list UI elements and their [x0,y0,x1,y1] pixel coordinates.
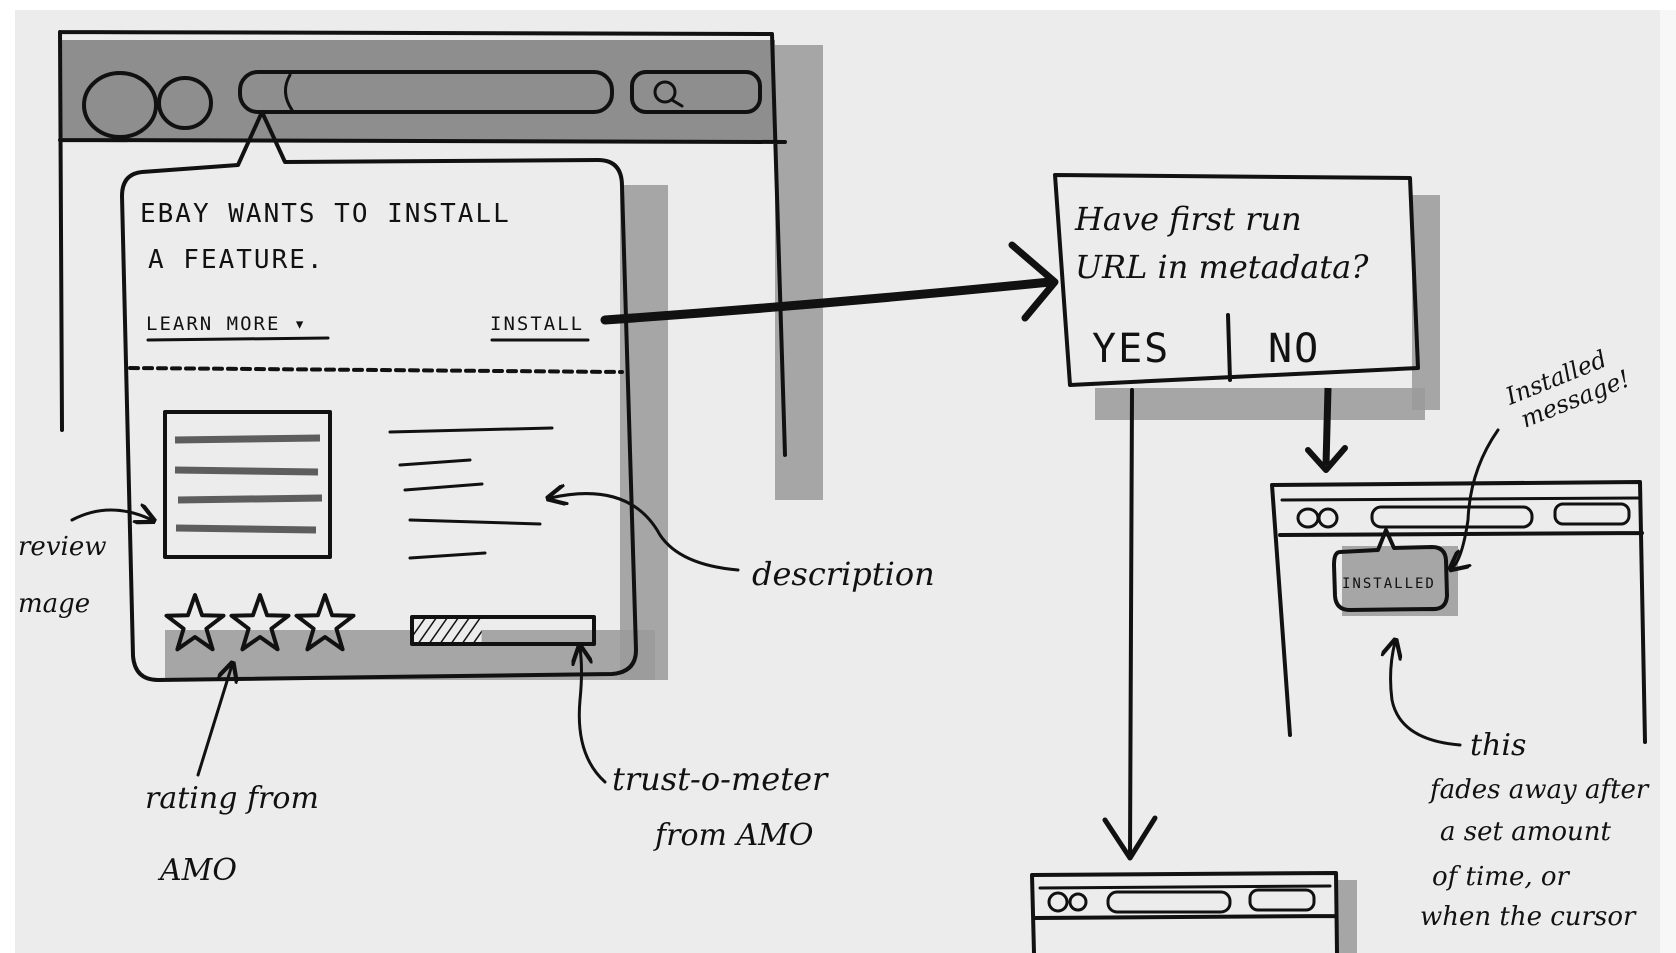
right-edge [1660,10,1676,953]
fade-label-5: when the cursor [1420,902,1637,932]
decision-no: NO [1268,326,1320,372]
preview-label-1: review [18,532,106,562]
toolbar-fill [60,40,775,140]
yes-branch-arrow [1130,390,1132,855]
fade-label-3: a set amount [1440,817,1612,847]
decision-divider [1228,315,1230,380]
trust-meter-fill [414,619,482,642]
window-shadow [775,45,823,500]
learn-more-link[interactable]: LEARN MORE ▾ [146,313,307,335]
doorhanger-shadow-side [620,185,668,680]
rating-label-2: AMO [157,853,237,888]
no-branch-arrow [1326,388,1328,465]
learn-more-underline [148,338,328,340]
decision-question-1: Have first run [1074,200,1302,238]
first-run-toolbar-line [1040,886,1330,888]
fade-label-1: this [1470,728,1526,763]
trust-label-2: from AMO [653,818,813,853]
installed-badge: INSTALLED [1342,576,1436,592]
prompt-line-1: EBAY WANTS TO INSTALL [140,199,511,229]
decision-shadow-bottom [1095,388,1425,420]
fade-label-2: fades away after [1428,775,1650,805]
rating-label-1: rating from [145,781,319,816]
installed-window-toolbar [1282,498,1638,500]
fade-label-4: of time, or [1432,862,1571,892]
trust-label-1: trust-o-meter [612,760,829,798]
prompt-line-2: A FEATURE. [148,245,325,275]
decision-question-2: URL in metadata? [1075,248,1369,286]
description-label: description [752,555,935,593]
install-button[interactable]: INSTALL [490,313,584,335]
preview-label-2: mage [18,589,90,619]
decision-yes: YES [1092,326,1170,372]
